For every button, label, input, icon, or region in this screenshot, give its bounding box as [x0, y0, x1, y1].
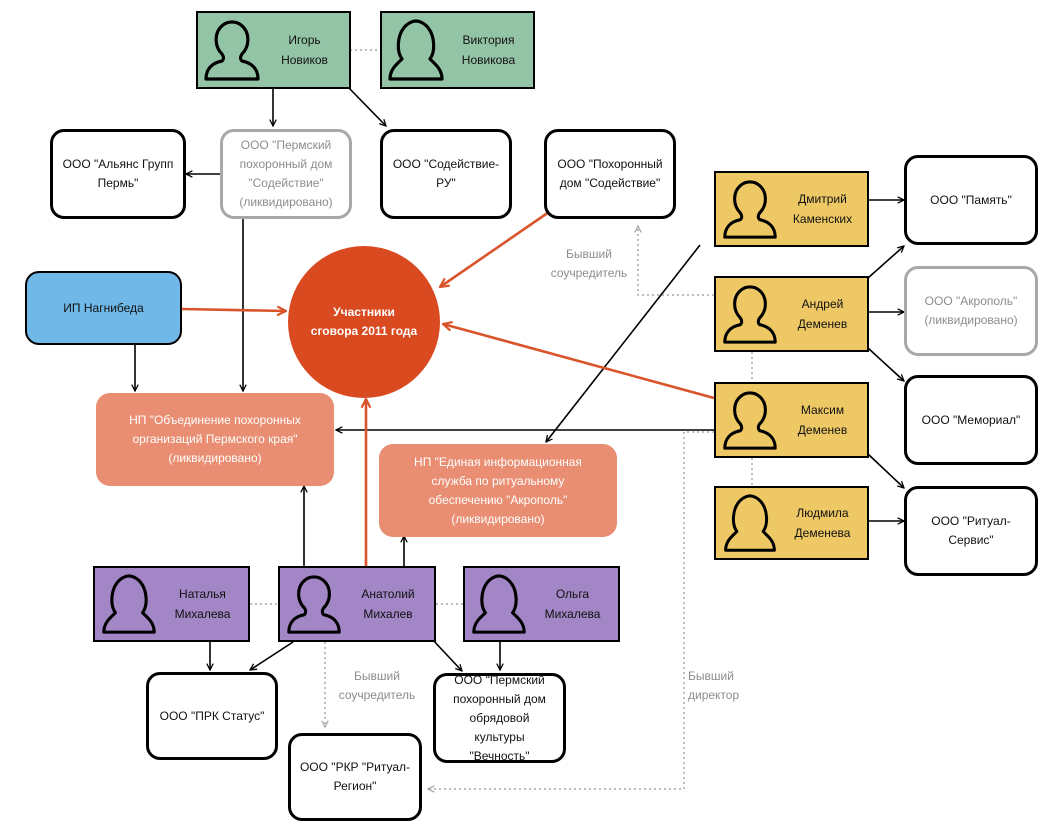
person-lyudmila-demeneva: Людмила Деменева — [714, 486, 869, 560]
link-maksim-center — [443, 324, 715, 400]
link-anatoly-prk — [250, 641, 294, 670]
link-andrey-pokhoronny-dom — [638, 226, 714, 296]
person-name: Максим Деменев — [797, 403, 848, 437]
org-memorial: ООО "Мемориал" — [904, 375, 1038, 465]
person-anatoly-mikhalev: Анатолий Михалев — [278, 566, 436, 642]
person-female-avatar-icon — [724, 494, 776, 552]
link-maksim-rkr — [428, 431, 714, 789]
org-vechnost: ООО "Пермский похоронный дом обрядовой к… — [433, 673, 566, 763]
link-ip-center — [181, 309, 286, 311]
person-avatar-icon — [723, 391, 777, 450]
org-alyans-grupp-perm: ООО "Альянс Групп Пермь" — [50, 129, 186, 219]
person-name: Андрей Деменев — [797, 297, 848, 331]
person-avatar-icon — [723, 285, 777, 344]
org-akropol-liquidated: ООО "Акрополь" (ликвидировано) — [904, 266, 1038, 356]
note-former-cofounder: Бывший соучредитель — [550, 247, 628, 280]
link-dmitry-np-akropol — [546, 244, 701, 442]
org-np-obedinenie-liquidated: НП "Объединение похоронных организаций П… — [96, 393, 334, 486]
note-former-cofounder: Бывший соучредитель — [338, 669, 416, 702]
org-np-akropol-liquidated: НП "Единая информационная служба по риту… — [379, 444, 617, 537]
org-pokhoronny-dom-sodeistvie: ООО "Похоронный дом "Содействие" — [544, 129, 676, 219]
person-name: Наталья Михалева — [174, 587, 231, 621]
person-igor-novikov: Игорь Новиков — [196, 11, 351, 89]
org-pamyat: ООО "Память" — [904, 155, 1038, 245]
person-avatar-icon — [287, 575, 341, 634]
org-sodeistvie-ru: ООО "Содействие- РУ" — [380, 129, 512, 219]
link-anatoly-vechnost — [430, 637, 462, 671]
person-female-avatar-icon — [102, 574, 156, 634]
person-name: Игорь Новиков — [281, 33, 328, 67]
person-female-avatar-icon — [472, 574, 526, 634]
person-name: Дмитрий Каменских — [792, 192, 853, 226]
note-former-director: Бывший директор — [688, 669, 740, 702]
person-maksim-demenev: Максим Деменев — [714, 382, 869, 458]
link-igor-sodeistvie-ru — [347, 86, 386, 126]
person-name: Виктория Новикова — [461, 33, 516, 67]
person-viktoria-novikova: Виктория Новикова — [380, 11, 535, 89]
person-olga-mikhaleva: Ольга Михалева — [463, 566, 620, 642]
person-female-avatar-icon — [388, 19, 444, 81]
person-name: Анатолий Михалев — [361, 587, 415, 621]
person-avatar-icon — [204, 20, 260, 81]
org-rkr-ritual-region: ООО "РКР "Ритуал- Регион" — [288, 733, 422, 821]
person-name: Людмила Деменева — [794, 506, 851, 540]
person-andrey-demenev: Андрей Деменев — [714, 276, 869, 352]
person-avatar-icon — [723, 180, 777, 239]
org-ip-nagnibeda: ИП Нагнибеда — [25, 271, 182, 345]
org-prk-status: ООО "ПРК Статус" — [146, 672, 278, 760]
person-dmitry-kamenskikh: Дмитрий Каменских — [714, 171, 869, 247]
link-pokhoronny-center — [440, 210, 550, 287]
person-natalya-mikhaleva: Наталья Михалева — [93, 566, 250, 642]
collusion-participants-circle: Участники сговора 2011 года — [288, 246, 440, 398]
link-andrey-memorial — [867, 347, 904, 381]
org-permsky-pokhoronny-dom-liquidated: ООО "Пермский похоронный дом "Содействие… — [220, 129, 352, 219]
link-maksim-ritual — [867, 453, 904, 488]
link-andrey-pamyat — [867, 246, 904, 279]
person-name: Ольга Михалева — [544, 587, 601, 621]
org-ritual-servis: ООО "Ритуал- Сервис" — [904, 486, 1038, 576]
